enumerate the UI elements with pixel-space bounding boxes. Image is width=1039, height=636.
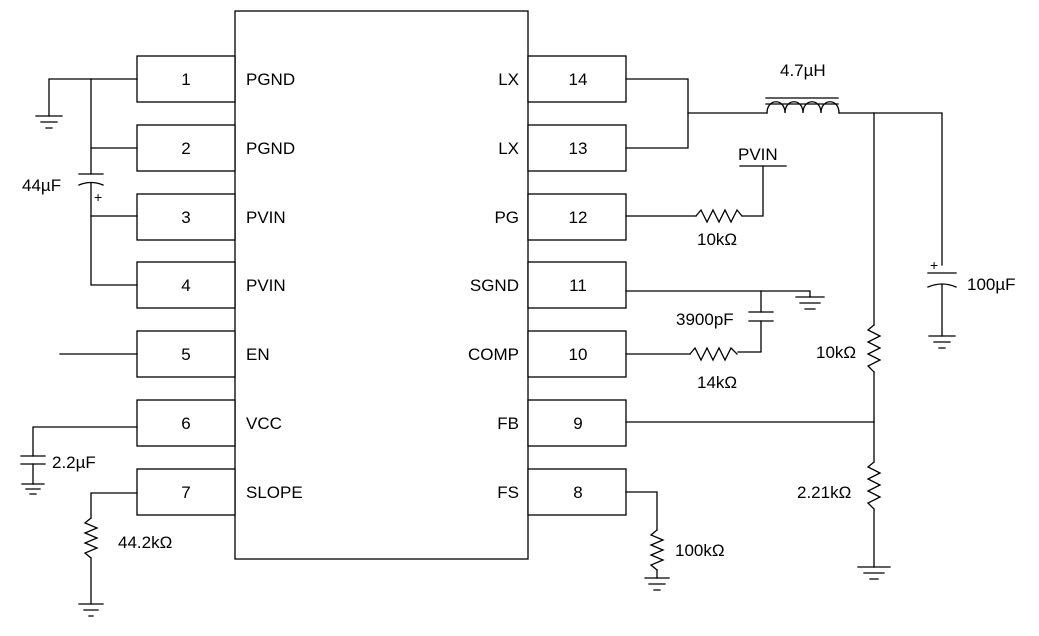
pin-box-3 (136, 193, 236, 241)
pg-pullup (625, 165, 787, 224)
pin-number-3: 3 (181, 208, 190, 227)
fs-resistor (625, 491, 670, 591)
comp-res-label: 14kΩ (697, 373, 737, 392)
pin-box-7 (136, 468, 236, 516)
sgnd-comp-network (625, 290, 825, 362)
pin-number-7: 7 (181, 483, 190, 502)
pin-number-4: 4 (181, 276, 190, 295)
pin-name-2: PGND (246, 139, 295, 158)
pin-number-14: 14 (569, 70, 588, 89)
pin-number-9: 9 (573, 414, 582, 433)
pin-number-6: 6 (181, 414, 190, 433)
fb-bottom-res-label: 2.21kΩ (797, 483, 851, 502)
output-cap-label: 100µF (967, 275, 1016, 294)
pin-name-3: PVIN (246, 208, 286, 227)
fb-top-res-label: 10kΩ (816, 343, 856, 362)
pin-box-4 (136, 261, 236, 309)
ground-symbol-pgnd (35, 115, 63, 129)
pin-name-4: PVIN (246, 276, 286, 295)
pin-number-2: 2 (181, 139, 190, 158)
pin-box-1 (136, 55, 236, 103)
pin-name-12: PG (494, 208, 519, 227)
pin-name-14: LX (498, 70, 519, 89)
pin-name-10: COMP (468, 345, 519, 364)
pin-box-11 (527, 261, 627, 309)
ic-body (234, 10, 529, 560)
pin-box-14 (527, 55, 627, 103)
fs-res-label: 100kΩ (675, 541, 725, 560)
pin-name-8: FS (497, 483, 519, 502)
slope-resistor (78, 492, 138, 617)
output-cap-polarity: + (930, 257, 938, 273)
pin-number-11: 11 (569, 276, 587, 295)
pin-number-1: 1 (181, 70, 190, 89)
comp-cap-label: 3900pF (676, 310, 734, 329)
pin-number-5: 5 (181, 345, 190, 364)
lx-net (625, 78, 768, 149)
pin-name-1: PGND (246, 70, 295, 89)
pin-box-12 (527, 193, 627, 241)
slope-res-label: 44.2kΩ (118, 533, 172, 552)
fb-divider (625, 112, 891, 580)
pin-box-10 (527, 330, 627, 378)
pin-number-13: 13 (569, 139, 588, 158)
inductor-label: 4.7µH (780, 61, 826, 80)
pin-name-11: SGND (470, 276, 519, 295)
pin-box-6 (136, 399, 236, 447)
pin-name-6: VCC (246, 414, 282, 433)
pg-res-label: 10kΩ (697, 230, 737, 249)
pgnd-net (48, 78, 138, 175)
output-capacitor (927, 272, 957, 349)
input-cap-label: 44µF (22, 176, 61, 195)
pin-box-2 (136, 124, 236, 172)
pin-box-13 (527, 124, 627, 172)
pin-name-13: LX (498, 139, 519, 158)
pin-name-7: SLOPE (246, 483, 303, 502)
pin-number-8: 8 (573, 483, 582, 502)
pin-number-10: 10 (569, 345, 588, 364)
inductor (765, 97, 943, 266)
input-cap-polarity: + (94, 189, 102, 205)
pin-name-9: FB (497, 414, 519, 433)
pin-number-12: 12 (569, 208, 588, 227)
vcc-cap-label: 2.2µF (52, 453, 96, 472)
pin-name-5: EN (246, 345, 270, 364)
pin-box-9 (527, 399, 627, 447)
pg-supply-label: PVIN (738, 145, 778, 164)
vcc-capacitor (20, 426, 138, 495)
input-capacitor (78, 173, 138, 286)
